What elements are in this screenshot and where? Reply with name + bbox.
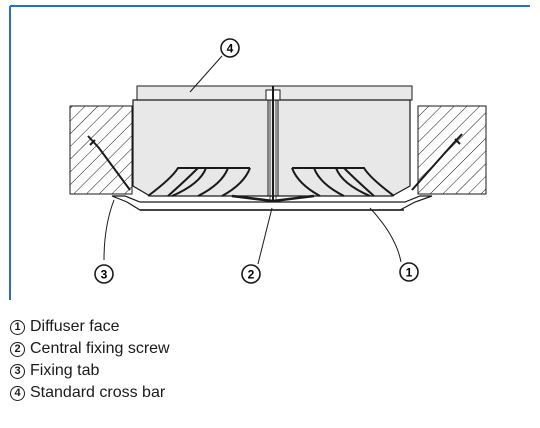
legend-number: 3 [10,363,25,379]
legend-item-standard-cross-bar: 4 Standard cross bar [10,382,170,404]
legend-label: Fixing tab [30,362,100,379]
ceiling-slab-right [417,105,487,195]
legend-label: Standard cross bar [30,384,166,401]
diffuser-body [132,99,411,197]
legend-item-central-fixing-screw: 2 Central fixing screw [10,338,170,360]
legend-item-fixing-tab: 3 Fixing tab [10,360,170,382]
svg-text:3: 3 [101,268,108,282]
legend: 1 Diffuser face 2 Central fixing screw 3… [10,316,170,404]
svg-text:1: 1 [406,266,413,280]
central-fixing-screw [265,86,281,208]
callout-3: 3 [94,264,114,284]
callout-1: 1 [399,262,419,282]
fixing-tab-left [87,135,131,191]
svg-text:4: 4 [227,42,234,56]
legend-number: 2 [10,341,25,357]
legend-label: Central fixing screw [30,340,170,357]
fixing-tab-right [411,133,463,191]
callout-4: 4 [220,38,240,58]
swirl-vanes [147,167,395,203]
legend-label: Diffuser face [30,318,120,335]
legend-number: 1 [10,319,25,335]
legend-number: 4 [10,385,25,401]
leader-lines [103,55,402,265]
svg-text:2: 2 [248,268,255,282]
callout-2: 2 [241,264,261,284]
diffuser-diagram: 4 2 3 1 [9,5,530,300]
legend-item-diffuser-face: 1 Diffuser face [10,316,170,338]
